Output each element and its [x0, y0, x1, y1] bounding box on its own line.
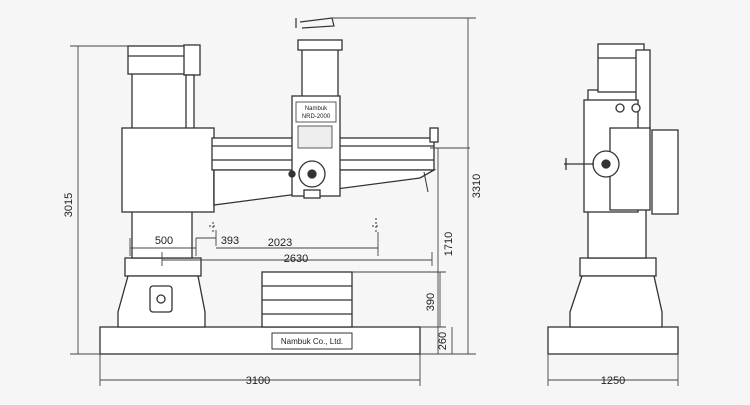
side-lever: [564, 158, 594, 170]
arm-elevation-motor: [183, 44, 201, 76]
dim-3015: 3015: [63, 193, 75, 217]
machine-base: [99, 326, 421, 355]
spindle-lift-handle: [295, 17, 335, 29]
head-label-panel: [295, 101, 337, 123]
dim-260: 260: [437, 332, 449, 350]
side-foot-collar: [579, 257, 657, 277]
side-foot: [569, 275, 663, 328]
dim-3310: 3310: [471, 174, 483, 198]
base-plate-text: Nambuk Co., Ltd.: [281, 337, 343, 346]
head-window: [297, 125, 333, 149]
head-motor-cap: [297, 39, 343, 51]
dim-2023: 2023: [268, 237, 292, 249]
dim-500: 500: [155, 235, 173, 247]
dim-3100: 3100: [246, 375, 270, 387]
side-view: [547, 43, 679, 355]
side-base: [547, 326, 679, 355]
head-label-line2: NRD-2000: [302, 114, 331, 120]
front-view: [99, 17, 439, 355]
arm-sleeve: [121, 127, 215, 213]
dimension-lines: [70, 17, 679, 386]
dim-393: 393: [221, 235, 239, 247]
dim-1250: 1250: [601, 375, 625, 387]
column-foot-collar: [124, 257, 202, 277]
feed-knob: [288, 170, 296, 178]
side-gearbox: [651, 129, 679, 215]
name-plate: [271, 332, 353, 350]
dim-390: 390: [425, 293, 437, 311]
dim-1710: 1710: [443, 232, 455, 256]
motor-box-knob: [156, 294, 166, 304]
dim-2630: 2630: [284, 253, 308, 265]
spindle-nose: [303, 189, 321, 199]
head-motor: [301, 47, 339, 99]
arm-end-cap: [429, 127, 439, 143]
head-label-line1: Nambuk: [305, 106, 328, 112]
